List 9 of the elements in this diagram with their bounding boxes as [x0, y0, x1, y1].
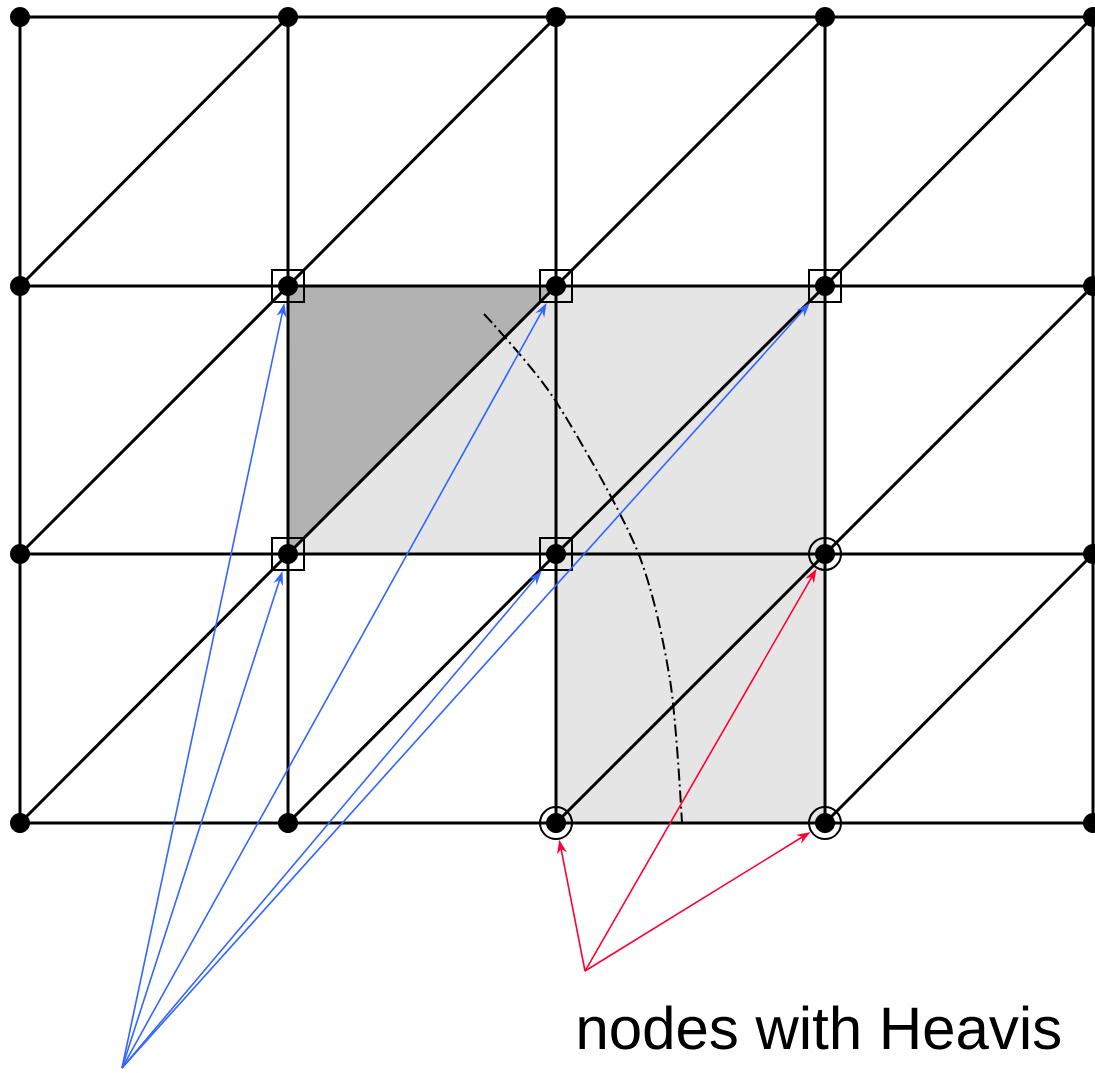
- circle-marker: [539, 806, 573, 840]
- square-marker: [271, 269, 305, 303]
- circle-marker: [808, 537, 842, 571]
- square-marker: [539, 537, 573, 571]
- annotation-text: nodes with Heavis: [579, 1005, 1060, 1050]
- square-marker: [539, 269, 573, 303]
- circle-marker: [808, 806, 842, 840]
- square-marker: [808, 269, 842, 303]
- square-marker: [271, 537, 305, 571]
